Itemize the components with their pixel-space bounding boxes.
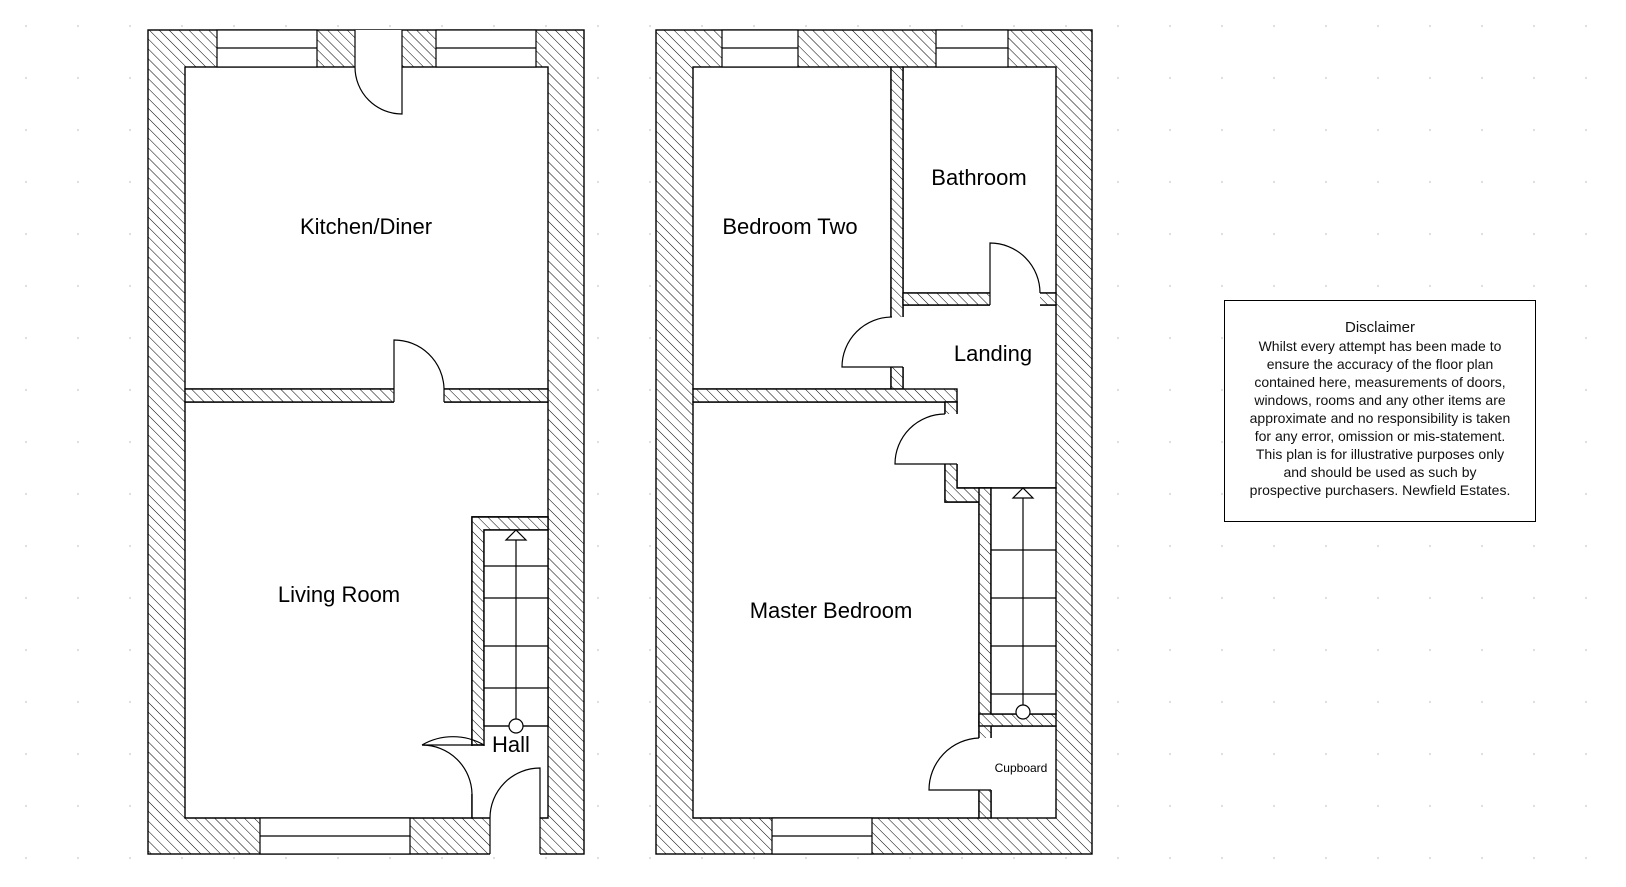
disclaimer-line: for any error, omission or mis-statement… [1254, 428, 1506, 444]
cupboard-door-gap [978, 738, 992, 790]
cupboard-door-swing [928, 737, 991, 791]
bathroom-door-gap [990, 292, 1040, 306]
disclaimer-line: Whilst every attempt has been made to [1258, 338, 1502, 354]
hall-door-gap [471, 746, 485, 794]
bedroom-master-wall [692, 388, 958, 403]
first-floor: Bedroom Two Bathroom Landing Master Bedr… [655, 29, 1093, 855]
disclaimer-line: and should be used as such by [1283, 464, 1477, 480]
disclaimer-line: contained here, measurements of doors, [1254, 374, 1506, 390]
disclaimer-line: windows, rooms and any other items are [1254, 392, 1506, 408]
hall-label: Hall [492, 732, 530, 757]
ground-stairs [483, 529, 549, 734]
front-door-gap [490, 817, 540, 855]
bedroom-two-door-gap [890, 317, 904, 367]
ground-floor: Kitchen/Diner Living Room Hall [147, 29, 585, 855]
living-room-label: Living Room [278, 582, 400, 607]
kitchen-living-door-gap [394, 388, 444, 403]
first-floor-stairs [990, 487, 1057, 720]
master-bedroom-label: Master Bedroom [750, 598, 913, 623]
bedroom-two-door-swing [841, 316, 903, 368]
disclaimer-line: approximate and no responsibility is tak… [1249, 410, 1511, 426]
kitchen-back-door-swing [354, 66, 403, 115]
ground-partition-wall [184, 388, 549, 403]
landing-label: Landing [954, 341, 1032, 366]
disclaimer-line: prospective purchasers. Newfield Estates… [1249, 482, 1511, 498]
kitchen-living-door-swing [393, 339, 445, 402]
bathroom-interior [902, 66, 1057, 294]
bathroom-label: Bathroom [931, 165, 1026, 190]
disclaimer-title: Disclaimer [1344, 319, 1415, 336]
disclaimer-box: Disclaimer Whilst every attempt has been… [1224, 300, 1536, 522]
kitchen-back-door-gap [355, 30, 402, 68]
bathroom-door-swing [989, 242, 1041, 305]
bedroom-two-label: Bedroom Two [722, 214, 857, 239]
kitchen-label: Kitchen/Diner [300, 214, 432, 239]
master-door-gap [944, 414, 958, 464]
disclaimer-line: This plan is for illustrative purposes o… [1255, 446, 1505, 462]
disclaimer-line: ensure the accuracy of the floor plan [1266, 356, 1494, 372]
front-door-swing [489, 767, 541, 819]
cupboard-label: Cupboard [995, 761, 1048, 775]
bedroom-two-interior [692, 66, 892, 390]
master-door-swing [894, 413, 957, 465]
